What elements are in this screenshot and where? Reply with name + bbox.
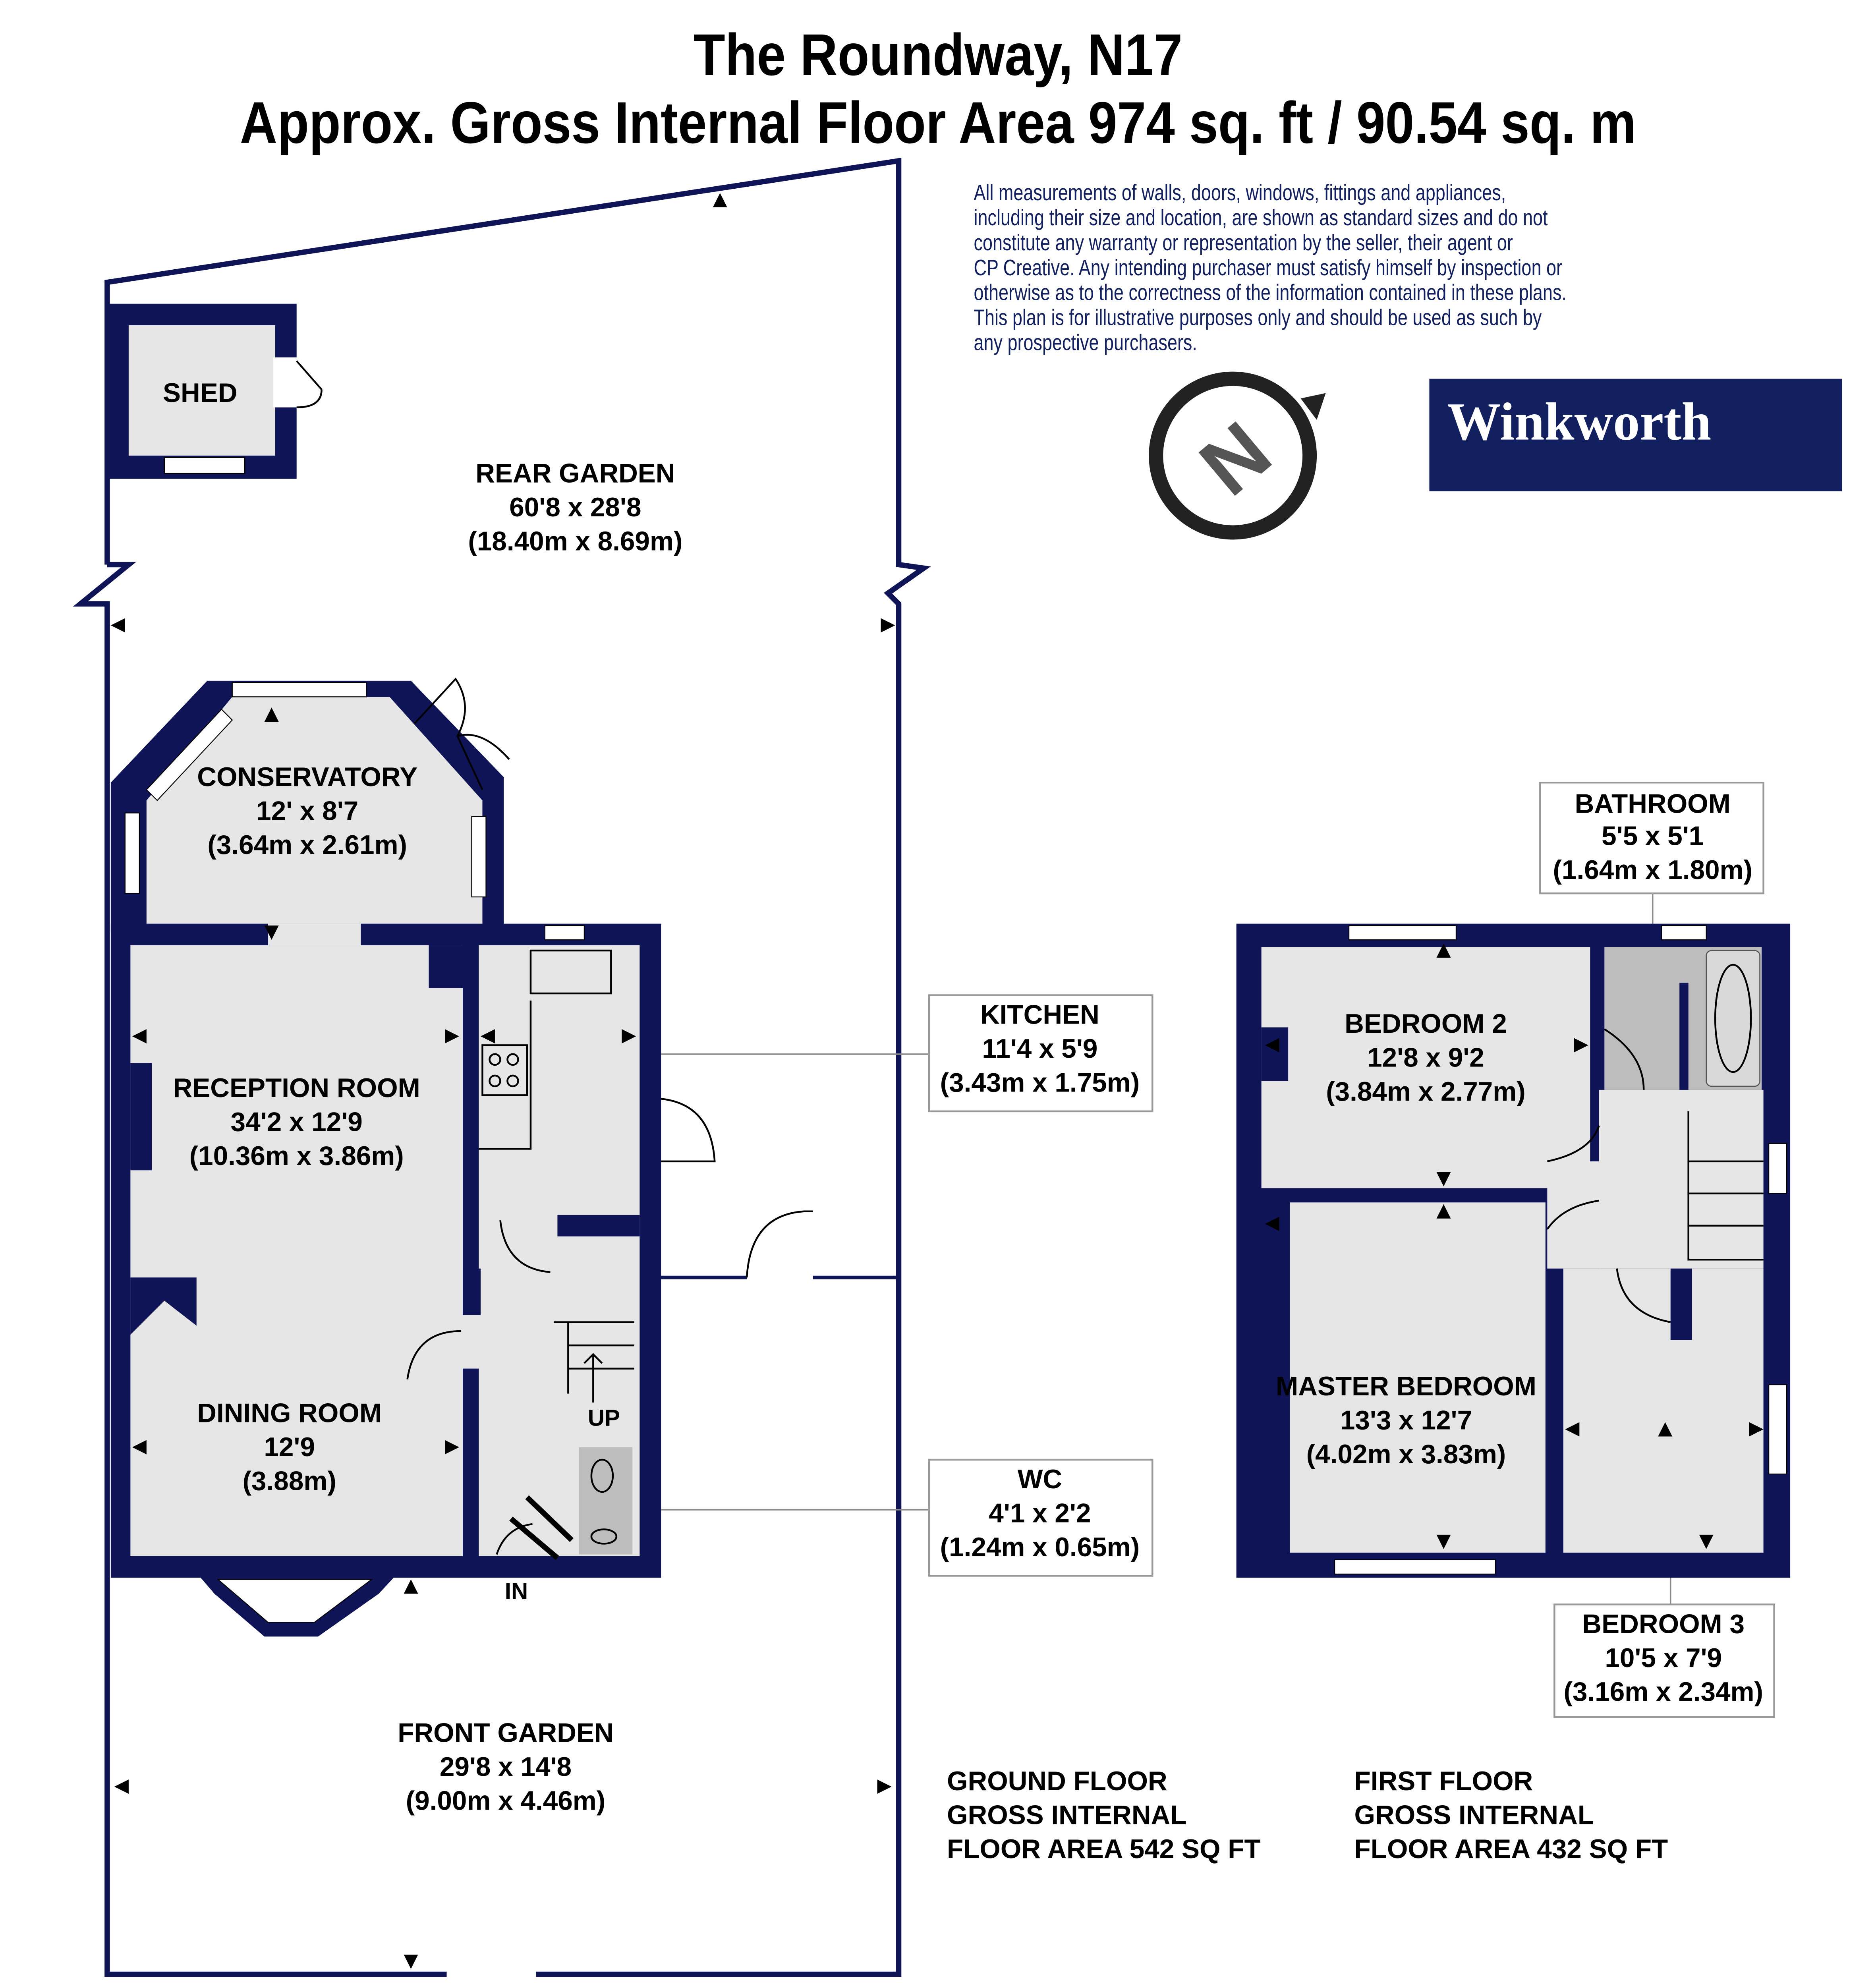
dimension-arrow-icon — [1436, 943, 1451, 958]
dimension-arrow-icon — [264, 925, 279, 940]
dimension-arrow-icon — [1265, 1217, 1279, 1231]
dimension-arrow-icon — [1436, 1534, 1451, 1549]
conservatory-name: CONSERVATORY — [197, 762, 417, 792]
kitchen-imperial: 11'4 x 5'9 — [982, 1034, 1097, 1064]
front-garden-name: FRONT GARDEN — [398, 1718, 613, 1748]
dimension-arrow-icon — [1436, 1204, 1451, 1219]
dimension-arrow-icon — [114, 1779, 129, 1794]
wc-metric: (1.24m x 0.65m) — [940, 1532, 1140, 1562]
shed: SHED — [107, 303, 323, 479]
disclaimer-line: constitute any warranty or representatio… — [974, 230, 1513, 255]
dimension-arrow-icon — [445, 1440, 460, 1455]
conservatory-metric: (3.64m x 2.61m) — [207, 830, 407, 860]
garden-boundary — [73, 158, 931, 1977]
disclaimer-line: All measurements of walls, doors, window… — [974, 180, 1506, 205]
entrance-label: IN — [505, 1578, 528, 1604]
dimension-arrow-icon — [877, 1779, 892, 1794]
ground-floor-line1: GROUND FLOOR — [947, 1766, 1167, 1796]
plan-drawing: SHED REAR GARDEN 60'8 x 28'8 (18.40m x 8… — [73, 158, 1791, 1977]
bedroom3-imperial: 10'5 x 7'9 — [1605, 1643, 1722, 1673]
dimension-arrow-icon — [1565, 1422, 1580, 1437]
bedroom3-metric: (3.16m x 2.34m) — [1563, 1677, 1763, 1707]
ground-floor-house — [110, 923, 716, 1637]
conservatory-imperial: 12' x 8'7 — [256, 796, 358, 826]
bedroom3-callout: BEDROOM 3 10'5 x 7'9 (3.16m x 2.34m) — [1553, 1603, 1775, 1718]
north-label: N — [1183, 404, 1287, 513]
dimension-arrow-icon — [445, 1029, 460, 1043]
kitchen-name: KITCHEN — [980, 1000, 1099, 1030]
kitchen-callout: KITCHEN 11'4 x 5'9 (3.43m x 1.75m) — [928, 994, 1153, 1113]
disclaimer-line: This plan is for illustrative purposes o… — [974, 305, 1542, 330]
dining-metric: (3.88m) — [243, 1466, 336, 1496]
dimension-arrow-icon — [713, 193, 727, 207]
master-bedroom-imperial: 13'3 x 12'7 — [1340, 1406, 1472, 1435]
disclaimer-line: otherwise as to the correctness of the i… — [974, 280, 1566, 305]
bathroom-callout: BATHROOM 5'5 x 5'1 (1.64m x 1.80m) — [1539, 781, 1764, 894]
first-floor-line2: GROSS INTERNAL — [1354, 1801, 1594, 1830]
dimension-arrow-icon — [1749, 1422, 1764, 1437]
dimension-arrow-icon — [1658, 1422, 1673, 1437]
wc-imperial: 4'1 x 2'2 — [989, 1498, 1091, 1528]
wc-callout: WC 4'1 x 2'2 (1.24m x 0.65m) — [928, 1459, 1153, 1577]
disclaimer-line: including their size and location, are s… — [974, 205, 1548, 230]
disclaimer: All measurements of walls, doors, window… — [974, 180, 1566, 355]
dimension-arrow-icon — [110, 618, 125, 633]
dimension-arrow-icon — [1574, 1038, 1588, 1053]
reception-imperial: 34'2 x 12'9 — [231, 1107, 363, 1137]
dining-imperial: 12'9 — [264, 1432, 315, 1462]
dimension-arrows — [110, 193, 1764, 1969]
plan-subtitle: Approx. Gross Internal Floor Area 974 sq… — [240, 89, 1636, 156]
master-bedroom-metric: (4.02m x 3.83m) — [1306, 1439, 1506, 1469]
bedroom2-metric: (3.84m x 2.77m) — [1326, 1077, 1526, 1107]
kitchen-metric: (3.43m x 1.75m) — [940, 1068, 1140, 1097]
dimension-arrow-icon — [404, 1954, 418, 1969]
winkworth-logo: Winkworth — [1429, 379, 1842, 492]
rear-garden-metric: (18.40m x 8.69m) — [468, 526, 682, 556]
dimension-arrow-icon — [480, 1029, 495, 1043]
dimension-arrow-icon — [404, 1579, 418, 1594]
dining-name: DINING ROOM — [197, 1399, 382, 1428]
master-bedroom-name: MASTER BEDROOM — [1276, 1372, 1536, 1401]
dimension-arrow-icon — [622, 1029, 636, 1043]
ground-floor-line2: GROSS INTERNAL — [947, 1801, 1187, 1830]
front-garden-imperial: 29'8 x 14'8 — [440, 1752, 572, 1782]
first-floor-line3: FLOOR AREA 432 SQ FT — [1354, 1834, 1668, 1864]
bedroom2-name: BEDROOM 2 — [1345, 1009, 1507, 1039]
bathroom-imperial: 5'5 x 5'1 — [1602, 821, 1704, 851]
front-garden-metric: (9.00m x 4.46m) — [406, 1786, 606, 1816]
bathroom-name: BATHROOM — [1575, 789, 1731, 819]
dimension-arrow-icon — [264, 707, 279, 722]
rear-garden-name: REAR GARDEN — [475, 459, 675, 489]
dimension-arrow-icon — [881, 618, 895, 633]
shed-label: SHED — [163, 378, 237, 408]
ground-floor-line3: FLOOR AREA 542 SQ FT — [947, 1834, 1261, 1864]
bedroom3-name: BEDROOM 3 — [1582, 1609, 1745, 1639]
dimension-arrow-icon — [1699, 1534, 1714, 1549]
north-compass-icon: N — [1149, 371, 1326, 540]
dimension-arrow-icon — [1265, 1038, 1279, 1053]
dimension-arrow-icon — [132, 1440, 147, 1455]
conservatory — [110, 677, 510, 933]
logo-text: Winkworth — [1447, 392, 1711, 452]
first-floor-line1: FIRST FLOOR — [1354, 1766, 1533, 1796]
dimension-arrow-icon — [1436, 1172, 1451, 1186]
reception-metric: (10.36m x 3.86m) — [189, 1141, 404, 1171]
dimension-arrow-icon — [132, 1029, 147, 1043]
rear-garden-imperial: 60'8 x 28'8 — [509, 493, 641, 522]
disclaimer-line: any prospective purchasers. — [974, 330, 1197, 355]
disclaimer-line: CP Creative. Any intending purchaser mus… — [974, 255, 1562, 280]
first-floor-house — [1236, 923, 1791, 1578]
bedroom2-imperial: 12'8 x 9'2 — [1367, 1043, 1484, 1072]
plan-title: The Roundway, N17 — [694, 21, 1182, 88]
stairs-up-label: UP — [588, 1405, 620, 1431]
wc-name: WC — [1018, 1464, 1062, 1494]
bathroom-metric: (1.64m x 1.80m) — [1553, 855, 1752, 885]
reception-name: RECEPTION ROOM — [173, 1073, 420, 1103]
